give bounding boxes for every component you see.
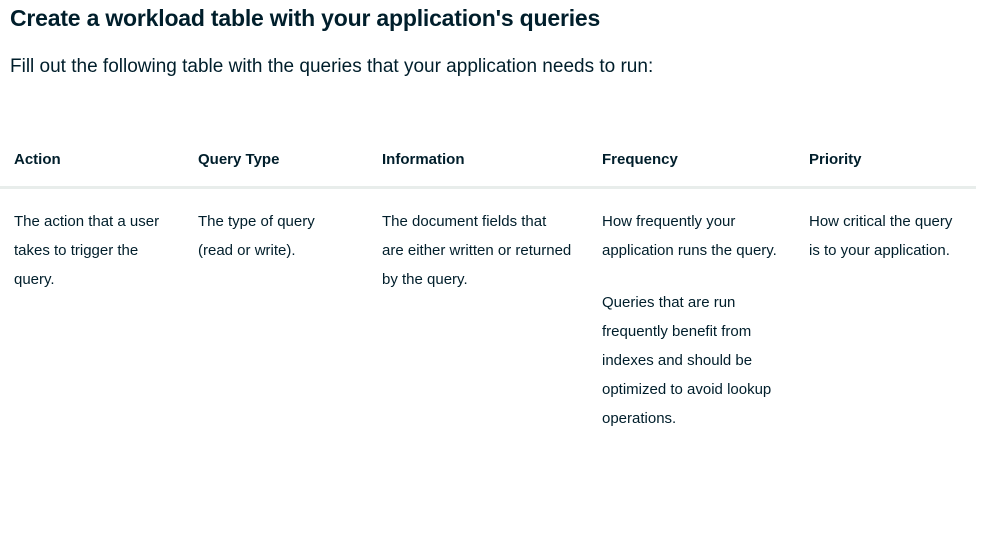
cell-frequency-text-secondary: Queries that are run frequently benefit … [602,294,772,427]
cell-action-text: The action that a user takes to trigger … [14,213,160,288]
cell-frequency-text-primary: How frequently your application runs the… [602,213,777,259]
cell-query-type: The type of query (read or write). [184,188,368,434]
table-header: Action Query Type Information Frequency … [0,150,976,189]
page-subtitle: Fill out the following table with the qu… [10,56,654,77]
column-header-frequency: Frequency [588,150,795,189]
column-header-information: Information [368,150,588,189]
cell-priority-text: How critical the query is to your applic… [809,213,953,259]
workload-table: Action Query Type Information Frequency … [0,150,976,433]
table-row: The action that a user takes to trigger … [0,188,976,434]
cell-action: The action that a user takes to trigger … [0,188,184,434]
cell-information: The document fields that are either writ… [368,188,588,434]
cell-frequency: How frequently your application runs the… [588,188,795,434]
table-body: The action that a user takes to trigger … [0,188,976,434]
page-title: Create a workload table with your applic… [10,5,601,31]
column-header-priority: Priority [795,150,976,189]
table-header-row: Action Query Type Information Frequency … [0,150,976,189]
column-header-action: Action [0,150,184,189]
cell-query-type-text: The type of query (read or write). [198,213,315,259]
cell-information-text: The document fields that are either writ… [382,213,572,288]
column-header-query-type: Query Type [184,150,368,189]
cell-priority: How critical the query is to your applic… [795,188,976,434]
